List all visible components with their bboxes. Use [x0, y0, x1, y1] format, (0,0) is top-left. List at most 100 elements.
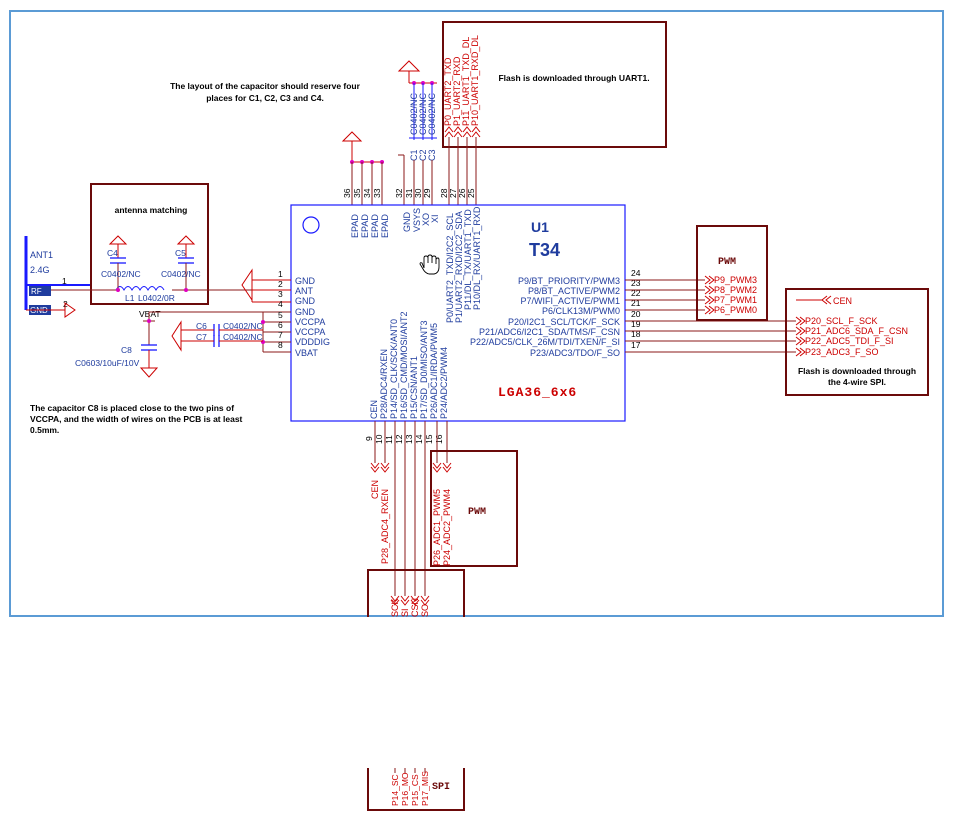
vbat-label: VBAT [139, 309, 161, 319]
junction-vccpa [261, 320, 265, 324]
net-p8-pwm2: P8_PWM2 [714, 285, 757, 295]
ant1-freq: 2.4G [30, 265, 50, 275]
junction-vbat [147, 319, 151, 323]
junction-c5 [184, 288, 188, 292]
pin-num-2: 2 [278, 279, 283, 289]
note-c8-line2: VCCPA, and the width of wires on the PCB… [30, 414, 243, 424]
top-cap-leads [409, 83, 437, 140]
pin-num-34: 34 [362, 188, 372, 198]
c1-value: C0402/NC [409, 92, 419, 135]
junction-c4 [116, 288, 120, 292]
net-p17-miso-lower: P17_MIS [420, 771, 430, 806]
net-p26-adc1-pwm5: P26_ADC1_PWM5 [432, 489, 442, 566]
pin-name-29: XI [430, 214, 440, 223]
net-p22-adc5-tdi-f-si: P22_ADC5_TDI_F_SI [805, 336, 894, 346]
pin-name-14: P17/SD_D0/MISO/ANT3 [419, 320, 429, 419]
net-spi-si-fragment: SI [400, 608, 410, 617]
pwm-bottom-box [430, 450, 518, 567]
net-p21-adc6-sda-f-csn: P21_ADC6_SDA_F_CSN [805, 326, 908, 336]
pin-name-8: VBAT [295, 348, 318, 358]
top-net-chevrons [444, 126, 481, 138]
pin-name-5: VCCPA [295, 317, 325, 327]
pin-name-35: EPAD [360, 214, 370, 238]
pwm-bottom-label: PWM [468, 507, 486, 518]
pin-name-27: P1/UART2_RXD/I2C2_SDA [454, 211, 464, 323]
pin-name-7: VDDDIG [295, 337, 330, 347]
pin-num-3: 3 [278, 289, 283, 299]
c4-gnd [108, 235, 128, 258]
note-flash-spi-line2: the 4-wire SPI. [828, 377, 886, 387]
chip-name: T34 [529, 240, 560, 260]
c4-value: C0402/NC [101, 269, 141, 279]
pin-name-30: XO [421, 213, 431, 226]
c6-c7-gnd [171, 320, 263, 352]
pin-num-11: 11 [384, 435, 394, 444]
gnd-symbol-epad [341, 131, 384, 163]
net-cen-right: CEN [833, 296, 852, 306]
l1-value: L0402/0R [138, 293, 175, 303]
flash-uart-box [442, 21, 667, 148]
pin-num-14: 14 [414, 434, 424, 444]
pin-name-11: P14/SD_CLK/SCK/ANT0 [389, 319, 399, 419]
pin-num-35: 35 [352, 188, 362, 198]
pin-num-18: 18 [631, 329, 641, 339]
note-c8-line1: The capacitor C8 is placed close to the … [30, 403, 234, 413]
pin-name-22: P7/WIFI_ACTIVE/PWM1 [520, 296, 620, 306]
note-c8-line3: 0.5mm. [30, 425, 59, 435]
spi-right-chevrons [795, 316, 806, 357]
pin-num-27: 27 [448, 188, 458, 198]
c6-ref: C6 [196, 321, 207, 331]
c4-ref: C4 [107, 248, 118, 258]
c2-ref: C2 [418, 149, 428, 161]
pin-num-4: 4 [278, 299, 283, 309]
pin-name-13: P15/CSN/ANT1 [409, 356, 419, 419]
ant1-ref: ANT1 [30, 250, 53, 260]
net-p16-mosi-lower: P16_MO [400, 772, 410, 806]
spi-bottom-label: SPI [432, 782, 450, 793]
spi-bottom-chevrons [390, 595, 430, 606]
net-p1-uart2-rxd: P1_UART2_RXD [452, 56, 462, 126]
net-p28-adc4-rxen: P28_ADC4_RXEN [380, 489, 390, 564]
net-cen-bottom: CEN [370, 480, 380, 499]
pin-name-17: P23/ADC3/TDO/F_SO [530, 348, 620, 358]
l1-ref: L1 [125, 293, 135, 303]
pin-name-1: GND [295, 276, 316, 286]
c3-ref: C3 [427, 149, 437, 161]
pin-num-9: 9 [364, 436, 374, 441]
pin-name-12: P16/SD_CMD/MOSI/ANT2 [399, 311, 409, 419]
pin-num-19: 19 [631, 319, 641, 329]
ant1-rf-block [29, 286, 51, 296]
right-pin-wires [625, 279, 796, 353]
pin-name-10: P28/ADC4/RXEN [379, 349, 389, 419]
net-spi-csn-fragment: CSN [410, 598, 420, 617]
chip-pin1-marker [302, 216, 320, 234]
pin-name-28: P0/UART2_TXD/I2C2_SCL [445, 213, 455, 323]
spi-bottom-box-lower [367, 768, 465, 811]
bottom-left-chevrons [370, 462, 390, 473]
pin-name-3: GND [295, 296, 316, 306]
pin-num-1: 1 [278, 269, 283, 279]
pin-num-20: 20 [631, 309, 641, 319]
bottom-pin-wires [374, 421, 448, 596]
pin-name-33: EPAD [380, 214, 390, 238]
pin-num-12: 12 [394, 434, 404, 444]
pin-num-32: 32 [394, 188, 404, 198]
pin-name-32: GND [402, 212, 412, 233]
pin-name-6: VCCPA [295, 327, 325, 337]
net-p11-uart1-txd-dl: P11_UART1_TXD_DL [461, 37, 471, 126]
chip-ref: U1 [531, 219, 549, 235]
top-pin-wires [351, 137, 477, 205]
net-spi-so-fragment: SO [420, 604, 430, 617]
c6-value: C0402/NC [223, 321, 263, 331]
pin-name-34: EPAD [370, 214, 380, 238]
gnd-symbol-top-caps [397, 60, 437, 84]
ant1-rf-label: RF [31, 287, 42, 296]
pin-num-10: 10 [374, 434, 384, 444]
pwm-right-chevrons [704, 275, 715, 315]
pin-name-31: VSYS [412, 208, 422, 232]
net-spi-sck-fragment: SCK [390, 598, 400, 617]
spi-lower-wires [394, 768, 426, 773]
flash-spi-box [785, 288, 929, 396]
hand-cursor-icon [419, 254, 440, 275]
